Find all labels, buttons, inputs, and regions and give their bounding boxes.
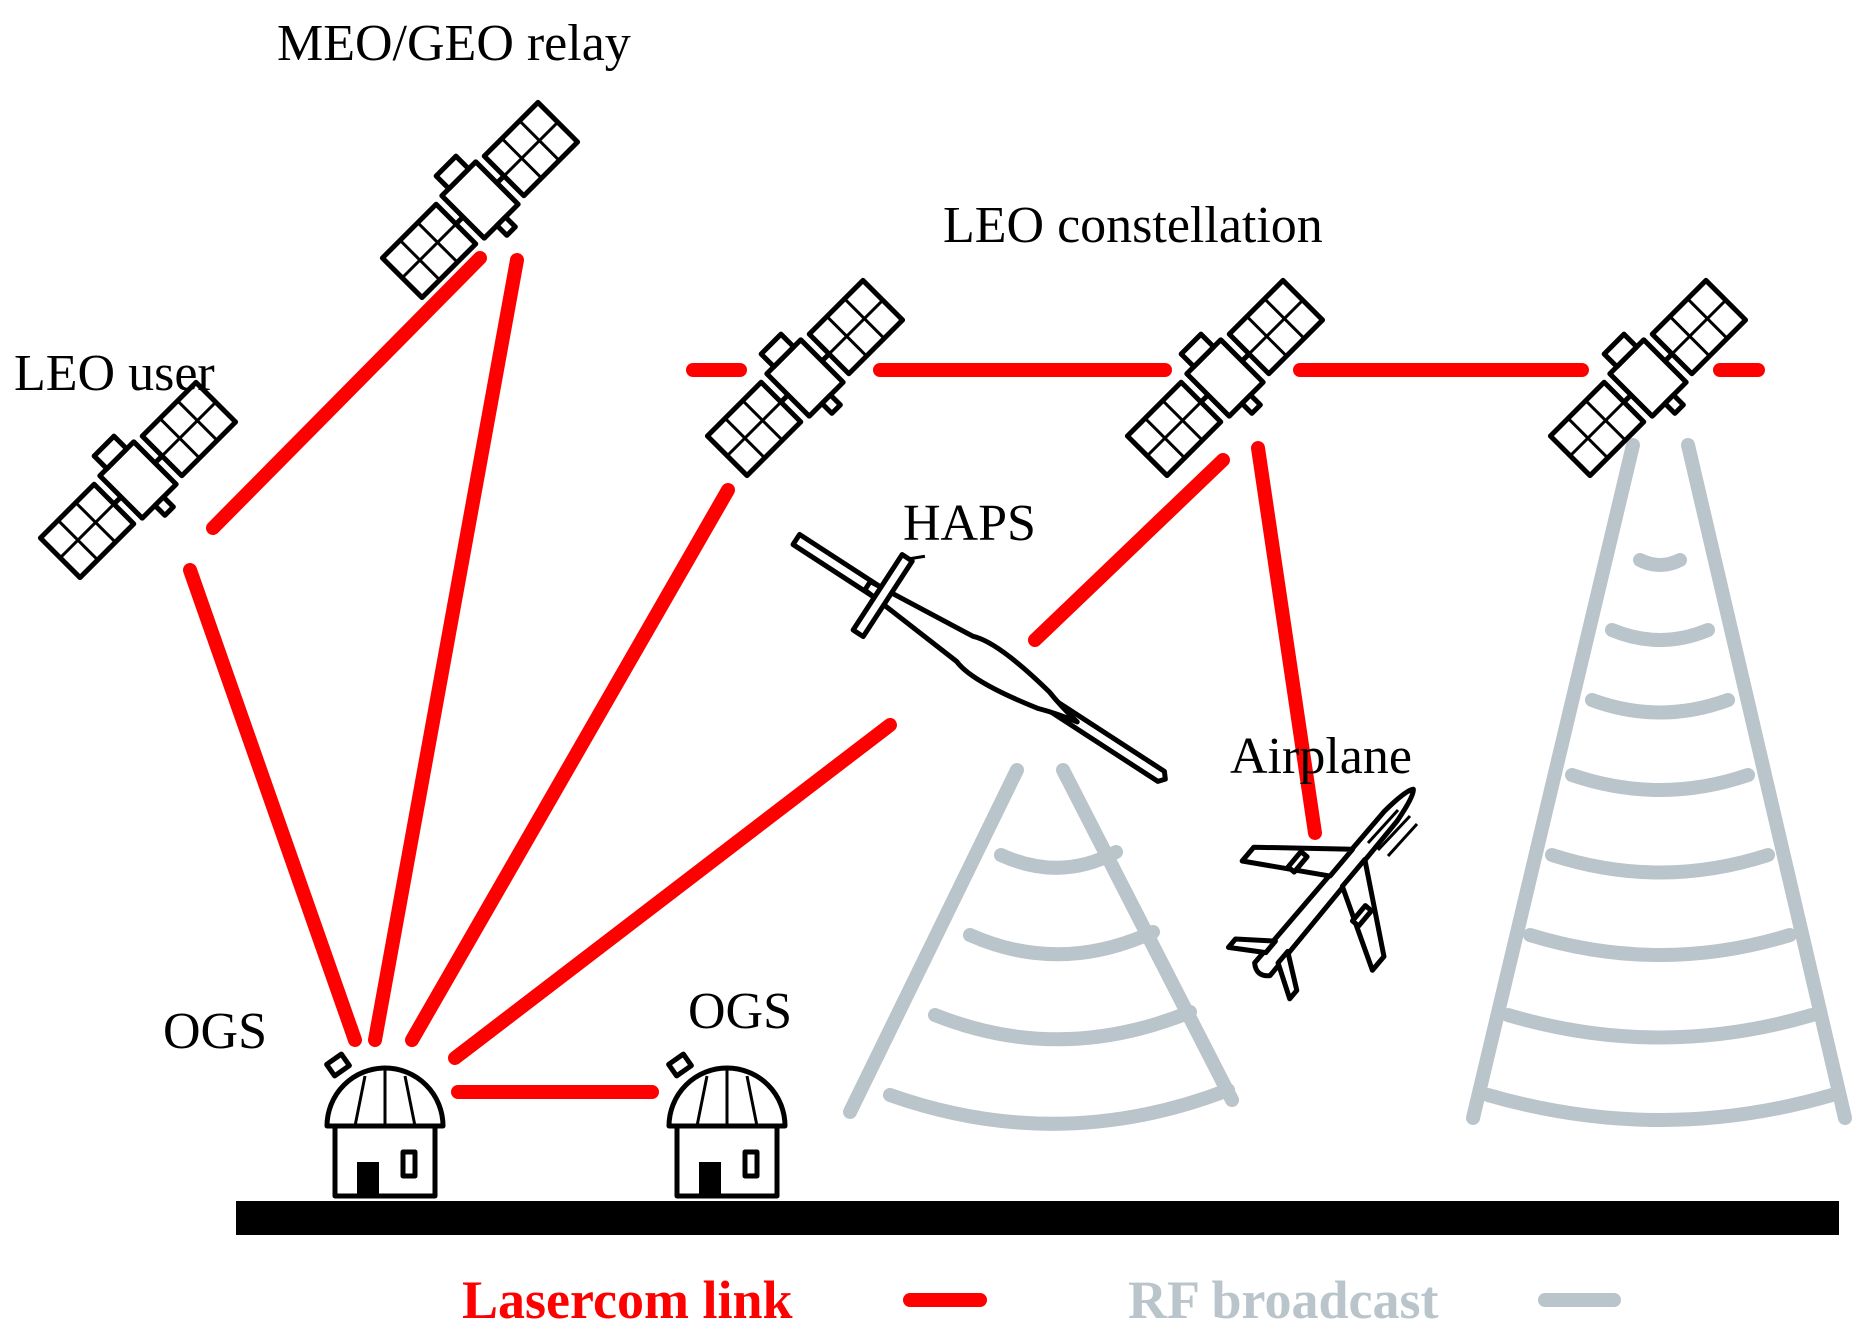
drone-icon — [790, 531, 1168, 784]
rf-cone-haps — [843, 763, 1239, 1131]
legend: Lasercom link RF broadcast — [462, 1270, 1621, 1330]
satellite-icon — [368, 88, 589, 309]
link-haps-ogs — [448, 718, 897, 1065]
link-leo-user-meo — [206, 251, 487, 535]
link-leo2-airplane — [1251, 441, 1322, 840]
ground-bar — [236, 1201, 1839, 1235]
observatory-icon — [669, 1054, 785, 1196]
rf-cone-leo — [1466, 438, 1852, 1127]
label-meo-geo-relay: MEO/GEO relay — [277, 15, 631, 72]
legend-rf-label: RF broadcast — [1128, 1270, 1439, 1330]
link-haps-leo2 — [1028, 453, 1230, 647]
link-leo-user-ogs — [183, 563, 362, 1047]
label-leo-constellation: LEO constellation — [943, 197, 1323, 254]
observatory-icon — [327, 1054, 443, 1196]
label-ogs-right: OGS — [688, 983, 792, 1040]
legend-lasercom-label: Lasercom link — [462, 1270, 793, 1330]
label-ogs-left: OGS — [163, 1003, 267, 1060]
label-airplane: Airplane — [1230, 728, 1412, 785]
label-haps: HAPS — [903, 495, 1036, 552]
speed-lines — [1366, 808, 1419, 858]
label-leo-user: LEO user — [14, 345, 215, 402]
link-meo-ogs — [368, 253, 524, 1047]
lasercom-links — [183, 251, 1765, 1099]
link-leo1-ogs — [405, 483, 735, 1047]
